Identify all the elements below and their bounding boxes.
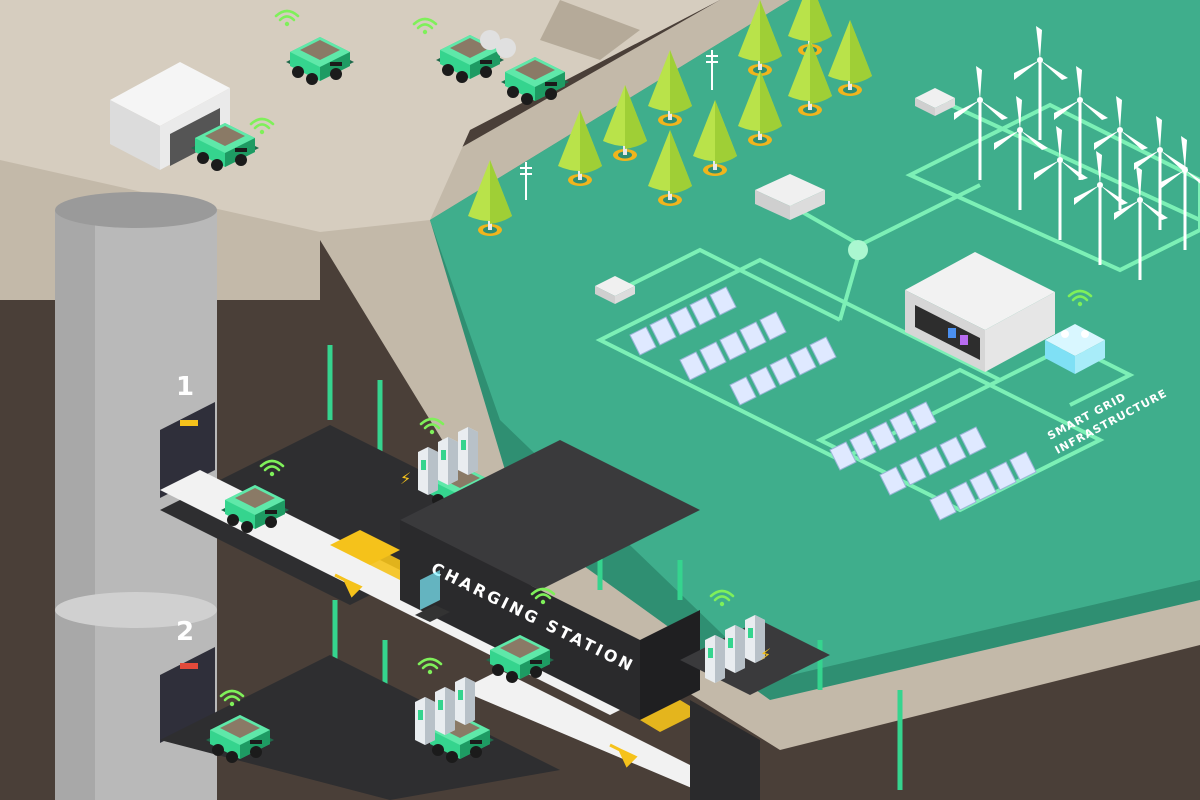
level-2-number: 2 — [176, 617, 194, 647]
transformer-box — [915, 88, 955, 116]
transformer-box — [595, 276, 635, 304]
charging-pad-icon — [415, 570, 450, 622]
tunnel-entrance-icon — [110, 62, 230, 170]
transformer-box — [755, 174, 825, 220]
tunnel-wall — [690, 700, 760, 800]
power-pole-icon — [706, 50, 718, 90]
power-pole-icon — [520, 162, 532, 200]
level-1-number: 1 — [176, 372, 194, 402]
charging-station-building — [400, 440, 700, 720]
arrow-icon — [609, 743, 638, 768]
elevator-door-icon — [160, 647, 215, 743]
grid-node — [848, 240, 868, 260]
rock-pile — [540, 0, 640, 60]
lightning-icon: ⚡ — [760, 645, 771, 664]
tunnel-floor-level-2 — [460, 670, 760, 800]
battery-icon — [1045, 324, 1105, 374]
arrow-icon — [334, 573, 363, 598]
loader-icon — [436, 30, 569, 105]
smart-grid-lines — [595, 98, 1200, 513]
caution-stripe — [360, 540, 400, 580]
caution-stripe — [640, 700, 700, 732]
server-building-icon — [905, 252, 1055, 372]
tunnel-ceiling-2 — [160, 655, 560, 800]
lightning-icon: ⚡ — [400, 469, 411, 488]
